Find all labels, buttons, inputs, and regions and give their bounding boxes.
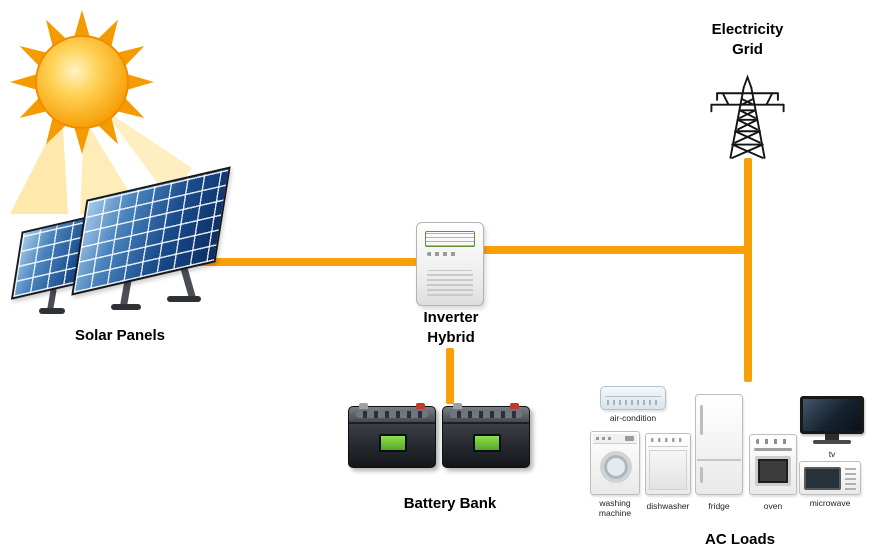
- dishwasher-icon: [645, 433, 691, 495]
- aircon-line: [605, 396, 661, 397]
- battery-band: [443, 422, 529, 424]
- dishwasher-door: [649, 450, 687, 490]
- panel-foot: [111, 304, 141, 310]
- connector-inverter-to-grid: [483, 246, 752, 254]
- washer-knob: [625, 436, 634, 441]
- panel-foot: [39, 308, 65, 314]
- solar-panels-icon: [10, 166, 245, 316]
- aircon-vent: [607, 400, 659, 405]
- sun-svg: [10, 10, 192, 214]
- battery-bank-label: Battery Bank: [403, 495, 497, 512]
- ac-loads-label: AC Loads: [704, 531, 775, 548]
- sun-icon: [2, 4, 200, 216]
- tv-base: [813, 440, 851, 444]
- microwave-icon: [799, 461, 861, 495]
- fridge-icon: [695, 394, 743, 495]
- oven-window: [755, 456, 791, 486]
- oven-knobs: [756, 439, 790, 444]
- battery-icon: [348, 403, 436, 468]
- oven-label: oven: [763, 501, 783, 511]
- washer-door: [600, 451, 632, 483]
- fridge-handle: [700, 405, 703, 435]
- air-condition-icon: [600, 386, 666, 410]
- oven-icon: [749, 434, 797, 495]
- battery-bank-icon: [346, 398, 536, 482]
- fridge-handle: [700, 467, 703, 483]
- battery-caps: [450, 411, 522, 418]
- grid-label-line2: Grid: [732, 41, 763, 58]
- inverter-label-line2: Hybrid: [427, 329, 475, 346]
- inverter-vents: [427, 270, 473, 296]
- battery-terminal: [453, 403, 462, 409]
- inverter-label: Inverter Hybrid: [396, 308, 506, 348]
- fridge-door-split: [697, 459, 741, 461]
- tv-icon: [800, 396, 864, 446]
- solar-panel-front: [71, 166, 231, 296]
- battery-terminal: [359, 403, 368, 409]
- microwave-panel: [845, 467, 856, 490]
- battery-terminal: [416, 403, 425, 409]
- washing-machine-label: washing machine: [598, 498, 632, 518]
- battery-icon: [442, 403, 530, 468]
- washer-panel: [593, 434, 637, 444]
- oven-handle: [754, 448, 792, 451]
- washing-machine-icon: [590, 431, 640, 495]
- transmission-tower-icon: [700, 74, 795, 160]
- air-condition-label: air-condition: [609, 413, 657, 423]
- battery-terminal: [510, 403, 519, 409]
- inverter-label-line1: Inverter: [423, 309, 479, 326]
- battery-indicator: [473, 434, 501, 452]
- grid-label: Electricity Grid: [695, 20, 800, 60]
- microwave-window: [804, 467, 841, 490]
- inverter-icon: [416, 222, 484, 306]
- microwave-label: microwave: [809, 498, 851, 508]
- battery-indicator: [379, 434, 407, 452]
- dishwasher-label: dishwasher: [646, 501, 690, 511]
- panel-foot: [167, 296, 201, 302]
- grid-label-line1: Electricity: [711, 21, 784, 38]
- fridge-label: fridge: [708, 501, 730, 511]
- connector-inverter-to-battery: [446, 348, 454, 404]
- inverter-display: [425, 231, 475, 247]
- battery-band: [349, 422, 435, 424]
- dishwasher-line: [648, 446, 688, 447]
- washer-dots: [596, 437, 612, 440]
- dishwasher-dots: [651, 438, 685, 442]
- battery-caps: [356, 411, 428, 418]
- tv-stand: [825, 434, 839, 440]
- solar-panels-label: Solar Panels: [74, 327, 166, 344]
- connector-solar-to-inverter: [198, 258, 418, 266]
- tv-screen: [800, 396, 864, 434]
- tv-label: tv: [828, 449, 836, 459]
- connector-grid-to-acloads: [744, 158, 752, 382]
- tower-svg: [710, 74, 785, 159]
- inverter-buttons: [427, 252, 457, 256]
